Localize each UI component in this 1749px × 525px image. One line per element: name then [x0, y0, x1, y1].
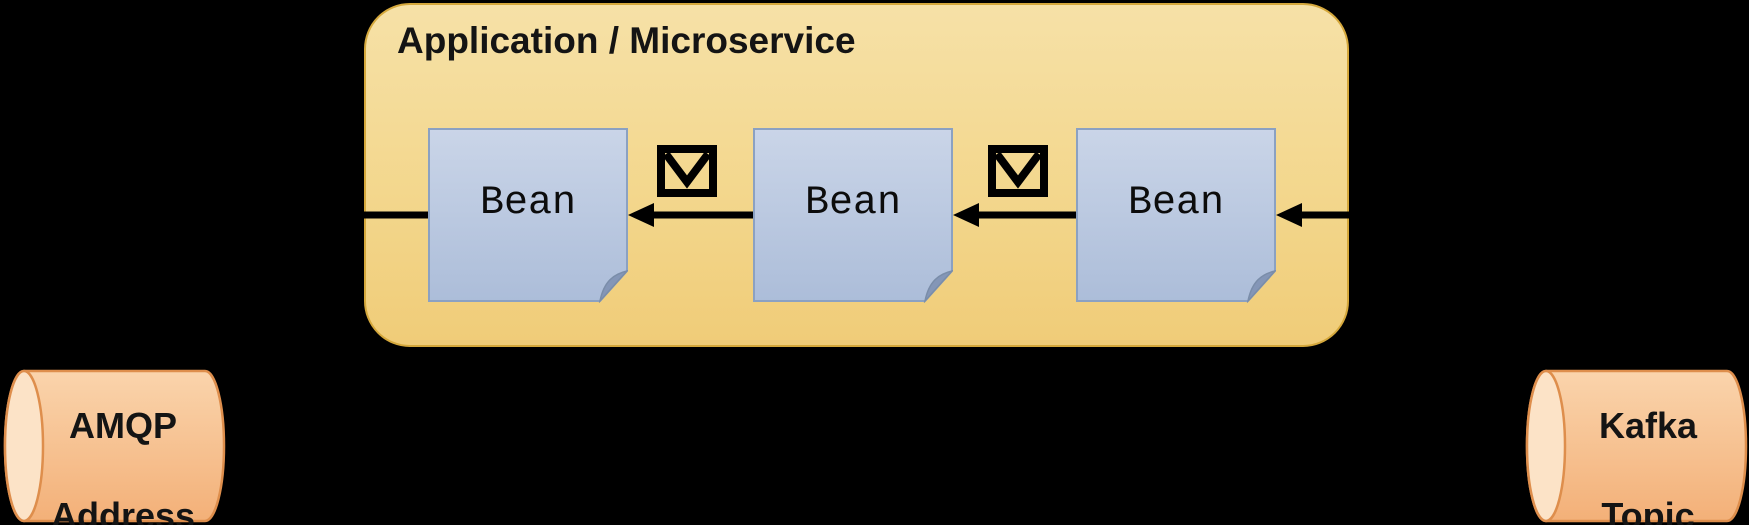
amqp-line1: AMQP	[69, 405, 177, 446]
folded-note-shape	[753, 128, 953, 303]
kafka-topic-cylinder	[1525, 369, 1748, 523]
message-envelope-icon	[988, 145, 1048, 197]
message-envelope-icon	[657, 145, 717, 197]
kafka-line2: Topic	[1601, 495, 1695, 525]
bean-node-1: Bean	[428, 128, 628, 303]
kafka-topic-label: Kafka Topic	[1553, 403, 1743, 525]
application-box-title: Application / Microservice	[397, 20, 856, 61]
bean-label: Bean	[479, 181, 576, 226]
bean-node-3: Bean	[1076, 128, 1276, 303]
bean-node-2: Bean	[753, 128, 953, 303]
kafka-line1: Kafka	[1598, 405, 1698, 446]
amqp-line2: Address	[50, 495, 196, 525]
bean-label: Bean	[804, 181, 901, 226]
amqp-address-label: AMQP Address	[28, 403, 218, 525]
folded-note-shape	[1076, 128, 1276, 303]
amqp-address-cylinder	[3, 369, 226, 523]
folded-note-shape	[428, 128, 628, 303]
bean-label: Bean	[1127, 181, 1224, 226]
